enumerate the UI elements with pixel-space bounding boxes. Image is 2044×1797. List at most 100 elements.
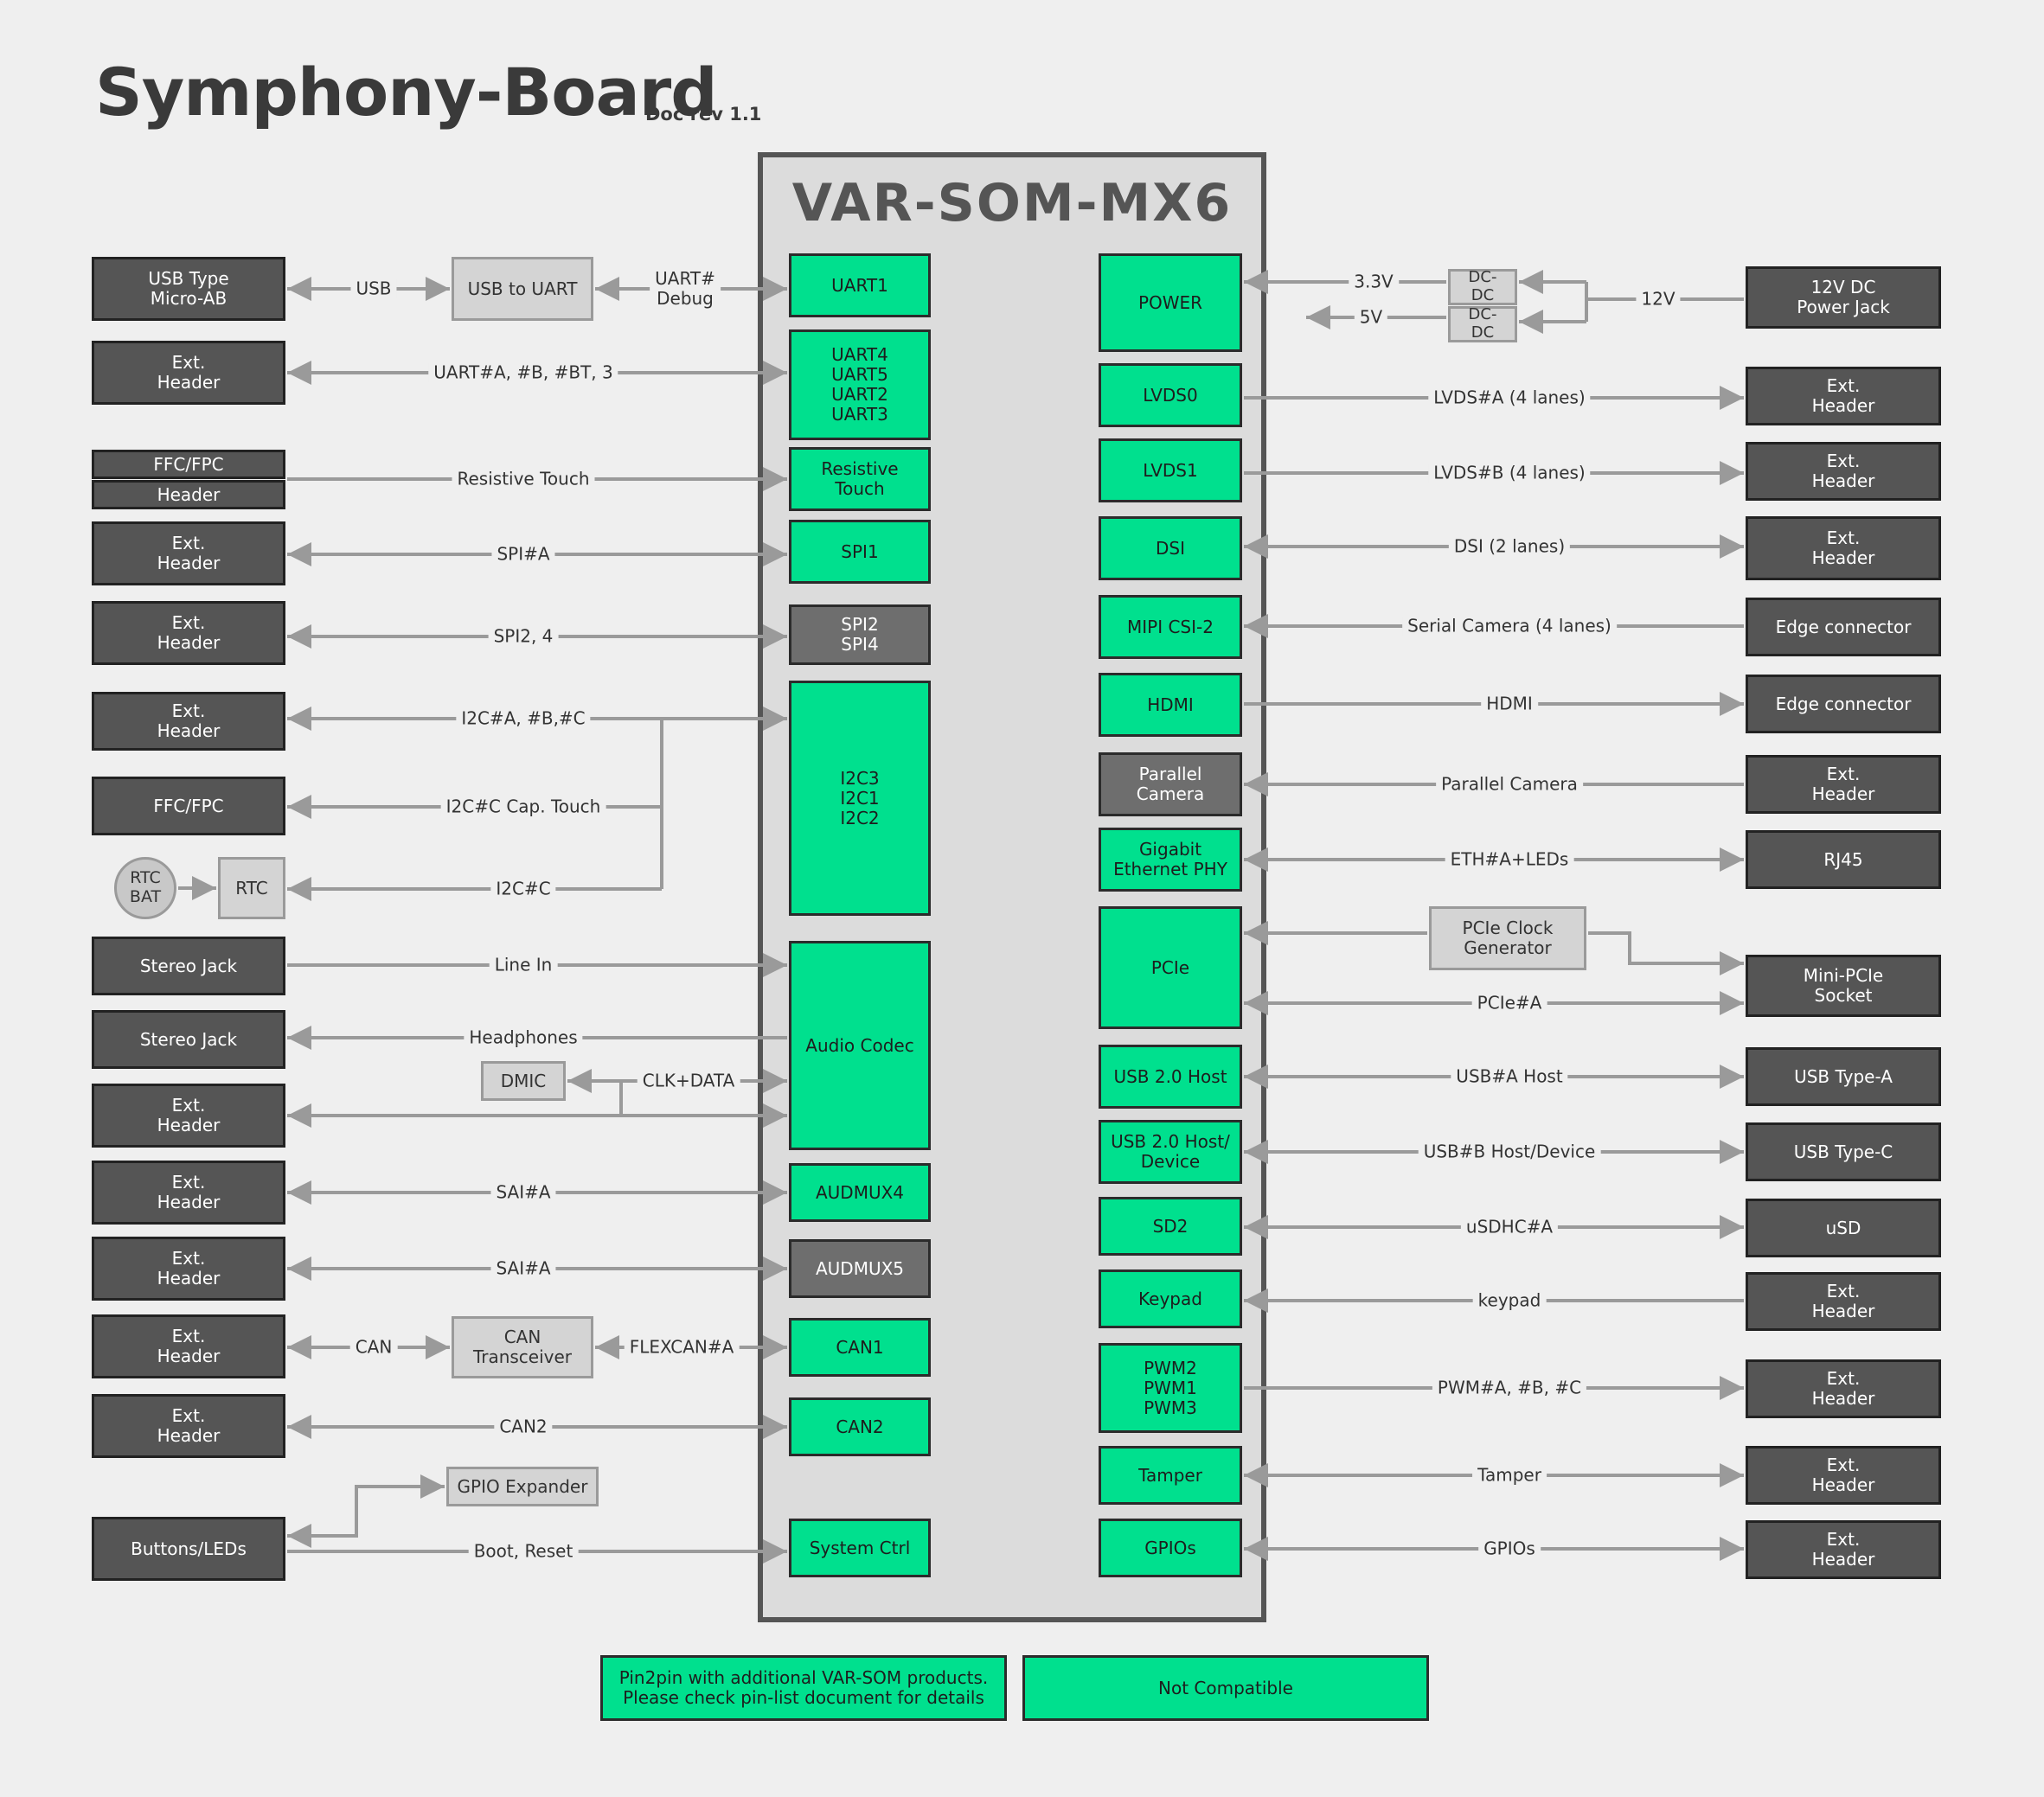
som-power: POWER xyxy=(1099,253,1242,352)
som-title: VAR-SOM-MX6 xyxy=(791,173,1233,233)
signal-label-lvds-b: LVDS#B (4 lanes) xyxy=(1428,463,1591,483)
signal-label-flexcan: FLEXCAN#A xyxy=(624,1337,740,1358)
ext-header-pwm: Ext. Header xyxy=(1746,1359,1941,1418)
ext-header-keypad: Ext. Header xyxy=(1746,1272,1941,1331)
signal-label-sai-a-audmux5: SAI#A xyxy=(490,1258,556,1279)
ext-header-spi2: Ext. Header xyxy=(92,601,285,665)
header-touch: Header xyxy=(92,480,285,509)
page-title: Symphony-Board xyxy=(95,54,718,131)
signal-label-dsi: DSI (2 lanes) xyxy=(1448,536,1571,557)
som-gpios: GPIOs xyxy=(1099,1519,1242,1577)
som-can1: CAN1 xyxy=(789,1318,931,1377)
power-jack-12v: 12V DC Power Jack xyxy=(1746,266,1941,329)
signal-label-pcie-a: PCIe#A xyxy=(1471,993,1547,1014)
som-mipi-csi2: MIPI CSI-2 xyxy=(1099,595,1242,659)
som-parallel-camera: Parallel Camera xyxy=(1099,752,1242,816)
som-audmux5: AUDMUX5 xyxy=(789,1239,931,1298)
som-hdmi: HDMI xyxy=(1099,673,1242,737)
signal-label-spi2-4: SPI2, 4 xyxy=(488,626,559,647)
usb-type-a-connector: USB Type-A xyxy=(1746,1047,1941,1106)
legend-not-compatible: Not Compatible xyxy=(1022,1655,1429,1721)
ext-header-lvds1: Ext. Header xyxy=(1746,442,1941,501)
mini-pcie-socket: Mini-PCIe Socket xyxy=(1746,955,1941,1017)
edge-connector-hdmi: Edge connector xyxy=(1746,675,1941,733)
som-lvds1: LVDS1 xyxy=(1099,438,1242,502)
signal-label-headphones: Headphones xyxy=(464,1027,583,1048)
signal-label-eth: ETH#A+LEDs xyxy=(1445,849,1574,870)
ext-header-gpios: Ext. Header xyxy=(1746,1520,1941,1579)
signal-label-resistive-touch: Resistive Touch xyxy=(452,469,595,489)
dmic: DMIC xyxy=(481,1061,566,1101)
som-tamper: Tamper xyxy=(1099,1446,1242,1505)
signal-label-can2: CAN2 xyxy=(494,1416,553,1437)
som-audmux4: AUDMUX4 xyxy=(789,1163,931,1222)
signal-label-uart-debug: UART# Debug xyxy=(650,269,721,309)
som-dsi: DSI xyxy=(1099,516,1242,580)
som-spi2-spi4: SPI2 SPI4 xyxy=(789,604,931,665)
wire xyxy=(1588,931,1744,975)
signal-label-hdmi: HDMI xyxy=(1481,694,1538,714)
som-can2: CAN2 xyxy=(789,1397,931,1456)
som-audio-codec: Audio Codec xyxy=(789,941,931,1150)
signal-label-parallel-camera: Parallel Camera xyxy=(1436,774,1583,795)
ext-header-sai-audmux5: Ext. Header xyxy=(92,1237,285,1301)
signal-label-usb-b-host-device: USB#B Host/Device xyxy=(1418,1142,1601,1162)
pcie-clock-generator: PCIe Clock Generator xyxy=(1429,906,1586,970)
signal-label-tamper: Tamper xyxy=(1472,1465,1547,1486)
gpio-expander: GPIO Expander xyxy=(446,1467,599,1506)
som-system-ctrl: System Ctrl xyxy=(789,1519,931,1577)
som-gigabit-ethernet-phy: Gigabit Ethernet PHY xyxy=(1099,828,1242,892)
signal-label-line-in: Line In xyxy=(489,955,558,975)
signal-label-lvds-a: LVDS#A (4 lanes) xyxy=(1428,387,1591,408)
som-uart-group: UART4 UART5 UART2 UART3 xyxy=(789,329,931,440)
usb-micro-ab-connector: USB Type Micro-AB xyxy=(92,257,285,321)
ffc-fpc-cap-touch: FFC/FPC xyxy=(92,777,285,835)
som-pwm: PWM2 PWM1 PWM3 xyxy=(1099,1343,1242,1433)
ext-header-parallel-camera: Ext. Header xyxy=(1746,755,1941,814)
signal-label-serial-camera: Serial Camera (4 lanes) xyxy=(1402,616,1617,636)
usb-type-c-connector: USB Type-C xyxy=(1746,1122,1941,1181)
som-resistive-touch: Resistive Touch xyxy=(789,447,931,511)
ext-header-can1: Ext. Header xyxy=(92,1314,285,1378)
usd-card-slot: uSD xyxy=(1746,1199,1941,1257)
dc-dc-converter-5v: DC- DC xyxy=(1448,305,1517,342)
signal-label-sai-a-audmux4: SAI#A xyxy=(490,1182,556,1203)
ext-header-i2c: Ext. Header xyxy=(92,692,285,751)
doc-revision: Doc rev 1.1 xyxy=(645,104,762,125)
signal-label-usdhc-a: uSDHC#A xyxy=(1460,1217,1559,1237)
stereo-jack-headphones: Stereo Jack xyxy=(92,1010,285,1069)
som-uart1: UART1 xyxy=(789,253,931,317)
stereo-jack-line-in: Stereo Jack xyxy=(92,937,285,995)
can-transceiver: CAN Transceiver xyxy=(452,1316,593,1378)
signal-label-can: CAN xyxy=(349,1337,398,1358)
signal-label-5v: 5V xyxy=(1354,307,1388,328)
wire xyxy=(287,1474,445,1548)
rtc-chip: RTC xyxy=(218,857,285,919)
som-sd2: SD2 xyxy=(1099,1197,1242,1256)
signal-label-pwm: PWM#A, #B, #C xyxy=(1432,1378,1587,1398)
ffc-fpc-connector-touch: FFC/FPC xyxy=(92,450,285,479)
ext-header-sai-audmux4: Ext. Header xyxy=(92,1161,285,1225)
som-usb-host-device: USB 2.0 Host/ Device xyxy=(1099,1120,1242,1184)
som-keypad: Keypad xyxy=(1099,1269,1242,1328)
signal-label-keypad: keypad xyxy=(1472,1290,1547,1311)
signal-label-clk-data: CLK+DATA xyxy=(637,1071,740,1091)
signal-label-3v3: 3.3V xyxy=(1349,272,1399,292)
ext-header-spi1: Ext. Header xyxy=(92,521,285,585)
rtc-battery: RTC BAT xyxy=(114,857,176,919)
som-lvds0: LVDS0 xyxy=(1099,363,1242,427)
signal-label-i2c-c: I2C#C xyxy=(490,879,556,899)
signal-label-12v: 12V xyxy=(1636,289,1681,310)
som-i2c: I2C3 I2C1 I2C2 xyxy=(789,681,931,916)
ext-header-tamper: Ext. Header xyxy=(1746,1446,1941,1505)
ext-header-uart: Ext. Header xyxy=(92,341,285,405)
signal-label-uart-group: UART#A, #B, #BT, 3 xyxy=(428,362,618,383)
som-usb-host: USB 2.0 Host xyxy=(1099,1045,1242,1109)
som-spi1: SPI1 xyxy=(789,520,931,584)
signal-label-i2c: I2C#A, #B,#C xyxy=(456,708,591,729)
usb-to-uart-bridge: USB to UART xyxy=(452,257,593,321)
ext-header-dsi: Ext. Header xyxy=(1746,516,1941,580)
signal-label-gpios: GPIOs xyxy=(1478,1538,1541,1559)
